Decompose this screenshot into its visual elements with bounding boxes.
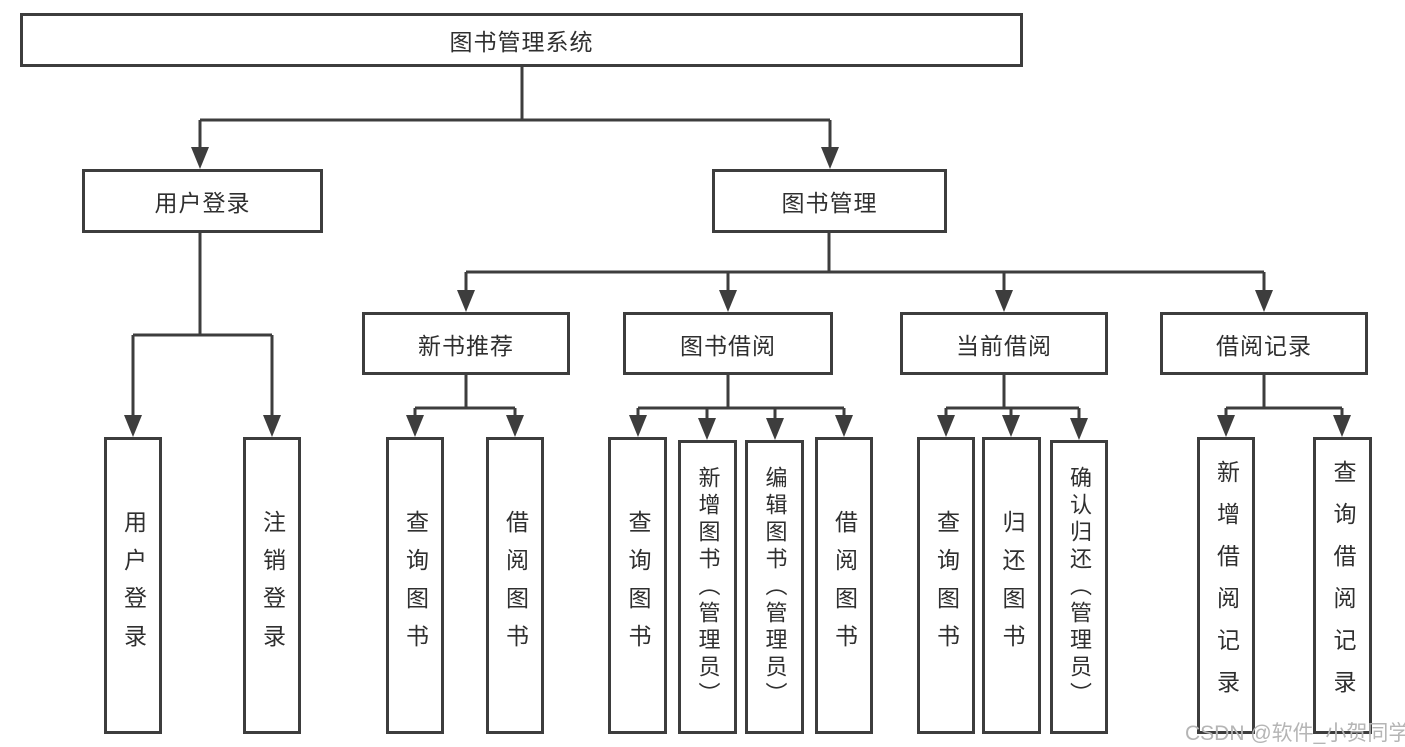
leaf-cb-query-books-label: 查询图书 — [933, 509, 960, 662]
leaf-cb-return-books-label: 归还图书 — [999, 509, 1025, 662]
branch-book-borrow — [629, 375, 853, 440]
leaf-logout-label: 注销登录 — [259, 509, 286, 662]
leaf-nb-borrow-books: 借阅图书 — [486, 437, 544, 734]
node-new-books-label: 新书推荐 — [418, 332, 514, 359]
node-borrow-records-label: 借阅记录 — [1216, 332, 1312, 359]
csdn-watermark: CSDN @软件_小贺同学 — [1185, 722, 1405, 745]
leaf-bb-borrow-books: 借阅图书 — [815, 437, 873, 734]
leaf-user-login-label: 用户登录 — [120, 509, 147, 662]
leaf-user-login: 用户登录 — [104, 437, 162, 734]
node-root-label: 图书管理系统 — [449, 29, 594, 55]
leaf-bb-query-books-label: 查询图书 — [625, 509, 651, 662]
leaf-nb-query-books-label: 查询图书 — [402, 509, 429, 662]
node-current-borrow-label: 当前借阅 — [956, 332, 1052, 359]
leaf-bb-add-books-admin: 新增图书（管理员） — [678, 440, 737, 734]
leaf-logout: 注销登录 — [243, 437, 301, 734]
leaf-nb-query-books: 查询图书 — [386, 437, 444, 734]
leaf-br-query-record-label: 查询借阅记录 — [1330, 459, 1356, 712]
leaf-br-query-record: 查询借阅记录 — [1313, 437, 1372, 734]
leaf-br-add-record: 新增借阅记录 — [1197, 437, 1255, 734]
branch-book-mgmt — [457, 233, 1273, 312]
branch-user-login — [124, 233, 281, 437]
node-user-login-label: 用户登录 — [154, 190, 251, 216]
branch-new-books — [406, 375, 524, 437]
leaf-nb-borrow-books-label: 借阅图书 — [502, 509, 529, 662]
leaf-cb-confirm-return-admin-label: 确认归还（管理员） — [1067, 465, 1092, 709]
leaf-bb-query-books: 查询图书 — [608, 437, 667, 734]
leaf-cb-query-books: 查询图书 — [917, 437, 975, 734]
node-user-login: 用户登录 — [82, 169, 323, 233]
node-book-borrow: 图书借阅 — [623, 312, 833, 375]
node-new-books: 新书推荐 — [362, 312, 570, 375]
leaf-cb-confirm-return-admin: 确认归还（管理员） — [1050, 440, 1108, 734]
leaf-br-add-record-label: 新增借阅记录 — [1213, 459, 1240, 712]
branch-root — [191, 67, 839, 169]
leaf-cb-return-books: 归还图书 — [982, 437, 1041, 734]
branch-borrow-records — [1217, 375, 1351, 437]
node-book-mgmt: 图书管理 — [712, 169, 947, 233]
node-borrow-records: 借阅记录 — [1160, 312, 1368, 375]
branch-current-borrow — [937, 375, 1088, 440]
leaf-bb-edit-books-admin: 编辑图书（管理员） — [745, 440, 804, 734]
leaf-bb-add-books-admin-label: 新增图书（管理员） — [695, 465, 721, 709]
node-root: 图书管理系统 — [20, 13, 1023, 67]
leaf-bb-borrow-books-label: 借阅图书 — [831, 509, 858, 662]
node-current-borrow: 当前借阅 — [900, 312, 1108, 375]
leaf-bb-edit-books-admin-label: 编辑图书（管理员） — [762, 465, 788, 709]
node-book-borrow-label: 图书借阅 — [680, 332, 776, 359]
node-book-mgmt-label: 图书管理 — [781, 190, 878, 216]
